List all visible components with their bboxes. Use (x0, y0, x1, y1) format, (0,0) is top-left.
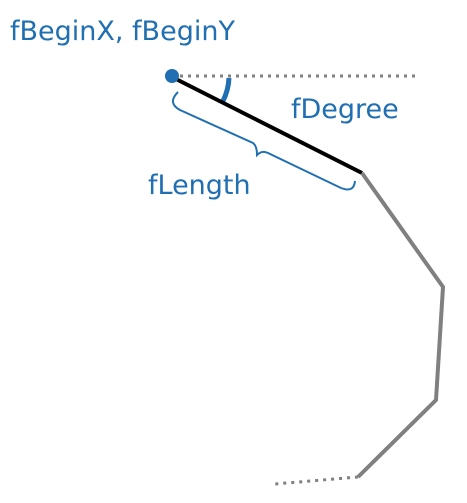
begin-point-label: fBeginX, fBeginY (10, 16, 235, 47)
main-segment (171, 75, 363, 175)
continuation-path (356, 171, 446, 479)
length-label: fLength (148, 170, 251, 201)
angle-arc (220, 77, 232, 103)
begin-point-marker (165, 69, 179, 83)
continuation-dotted-tail (274, 475, 359, 486)
length-brace (172, 91, 356, 191)
angle-label: fDegree (291, 94, 399, 125)
